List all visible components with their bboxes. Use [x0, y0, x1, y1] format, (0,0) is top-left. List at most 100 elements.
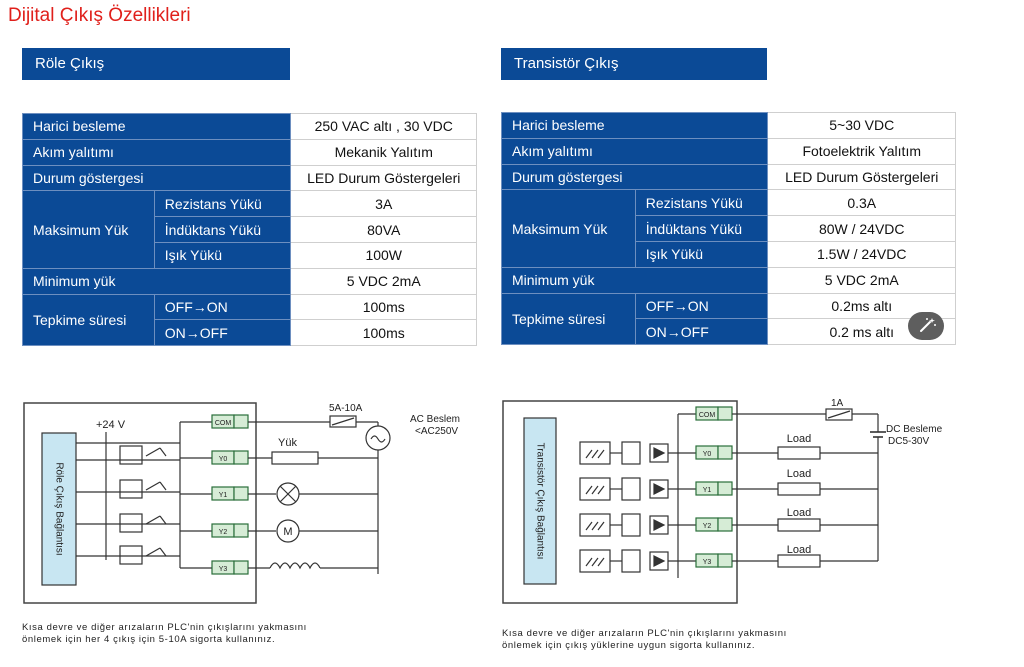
- relay-side-label: Röle Çıkış Bağlantısı: [53, 462, 64, 555]
- terminal-label: Y1: [703, 487, 712, 494]
- optocoupler-icon: [579, 441, 611, 573]
- terminal-label: COM: [215, 420, 232, 427]
- table-row: Durum göstergesi LED Durum Göstergeleri: [21, 164, 477, 192]
- supply-limit: <AC250V: [415, 426, 458, 437]
- load-label: Load: [787, 468, 811, 480]
- table-row: Işık Yükü 1.5W / 24VDC: [502, 240, 956, 268]
- row-value: Mekanik Yalıtım: [290, 138, 477, 166]
- voltage-label: +24 V: [96, 419, 126, 431]
- row-value: 3A: [290, 190, 477, 218]
- sub-label: İndüktans Yükü: [153, 216, 292, 243]
- row-label: Harici besleme: [21, 113, 292, 140]
- sub-label: İndüktans Yükü: [634, 215, 769, 242]
- sub-label: ON→OFF: [153, 319, 292, 347]
- load-label: Load: [787, 544, 811, 556]
- terminal-label: COM: [699, 412, 716, 419]
- resistor-load-icon: [777, 446, 821, 460]
- supply-range: DC5-30V: [888, 436, 929, 447]
- terminal-label: Y2: [703, 523, 712, 530]
- terminal-block: [695, 406, 733, 568]
- magic-wand-button[interactable]: [908, 312, 944, 340]
- note-line: Kısa devre ve diğer arızaların PLC'nin ç…: [502, 628, 787, 639]
- load-label: Load: [787, 433, 811, 445]
- table-row: Tepkime süresi OFF→ON 0.2ms altı: [501, 292, 956, 346]
- row-value: 0.2 ms altı: [767, 318, 956, 346]
- row-value: 100W: [290, 241, 477, 269]
- table-row: ON→OFF 0.2 ms altı: [502, 318, 956, 346]
- terminal-label: Y0: [219, 456, 228, 463]
- row-value: LED Durum Göstergeleri: [290, 164, 477, 192]
- table-row: Maksimum Yük Rezistans Yükü 3A: [22, 190, 477, 269]
- table-row: İndüktans Yükü 80VA: [23, 216, 477, 243]
- row-label: Durum göstergesi: [21, 164, 292, 192]
- row-label: Durum göstergesi: [500, 163, 769, 191]
- supply-label: DC Besleme: [886, 424, 943, 435]
- table-row: Harici besleme 250 VAC altı , 30 VDC: [21, 113, 477, 140]
- terminal-block: [211, 414, 249, 575]
- sub-label: Işık Yükü: [634, 240, 769, 268]
- table-row: Maksimum Yük Rezistans Yükü 0.3A: [501, 189, 956, 268]
- row-value: 80VA: [290, 216, 477, 243]
- row-label: Tepkime süresi: [22, 293, 155, 347]
- resistor-load-icon: [777, 518, 821, 532]
- row-label: Tepkime süresi: [501, 292, 636, 346]
- terminal-label: Y0: [703, 451, 712, 458]
- resistor-load-icon: [271, 451, 319, 465]
- sub-label: Işık Yükü: [153, 241, 292, 269]
- row-label: Maksimum Yük: [22, 190, 155, 269]
- transistor-side-label: Transistör Çıkış Bağlantısı: [534, 443, 545, 560]
- relay-wiring-diagram: Röle Çıkış Bağlantısı +24 V COM Y0 Y1 Y2…: [23, 402, 460, 604]
- supply-label: AC Besleme: [410, 414, 460, 425]
- note-line: önlemek için çıkış yüklerine uygun sigor…: [502, 640, 756, 651]
- row-label: Minimum yük: [21, 267, 292, 295]
- sub-label: Rezistans Yükü: [634, 189, 769, 217]
- row-label: Harici besleme: [500, 112, 769, 139]
- sub-label: OFF→ON: [634, 292, 769, 320]
- relay-side-panel: [41, 432, 77, 586]
- relay-spec-table: Harici besleme 250 VAC altı , 30 VDC Akı…: [21, 113, 477, 347]
- terminal-label: Y3: [703, 559, 712, 566]
- transistor-icon: [621, 441, 669, 573]
- table-row: Akım yalıtımı Fotoelektrik Yalıtım: [500, 137, 956, 165]
- row-value: 5 VDC 2mA: [767, 266, 956, 294]
- magic-wand-icon: [920, 318, 936, 332]
- relay-note: Kısa devre ve diğer arızaların PLC'nin ç…: [22, 622, 307, 646]
- resistor-load-icon: [777, 554, 821, 568]
- sub-label: Rezistans Yükü: [153, 190, 292, 218]
- row-value: 1.5W / 24VDC: [767, 240, 956, 268]
- row-value: 250 VAC altı , 30 VDC: [290, 113, 477, 140]
- note-line: Kısa devre ve diğer arızaların PLC'nin ç…: [22, 622, 307, 633]
- table-row: ON→OFF 100ms: [23, 319, 477, 347]
- terminal-label: Y2: [219, 529, 228, 536]
- row-value: 5~30 VDC: [767, 112, 956, 139]
- note-line: önlemek için her 4 çıkış için 5-10A sigo…: [22, 634, 276, 645]
- row-value: Fotoelektrik Yalıtım: [767, 137, 956, 165]
- fuse-label: 5A-10A: [329, 403, 363, 414]
- load-label: Yük: [278, 437, 297, 449]
- fuse-label: 1A: [831, 398, 844, 409]
- row-value: 0.3A: [767, 189, 956, 217]
- relay-coil-icon: [119, 445, 167, 565]
- load-label: Load: [787, 507, 811, 519]
- row-label: Akım yalıtımı: [21, 138, 292, 166]
- row-value: 100ms: [290, 293, 477, 321]
- row-label: Akım yalıtımı: [500, 137, 769, 165]
- transistor-section-heading: Transistör Çıkış: [501, 48, 767, 80]
- table-row: Minimum yük 5 VDC 2mA: [500, 266, 956, 294]
- terminal-label: Y1: [219, 492, 228, 499]
- transistor-side-panel: [523, 417, 557, 585]
- inductor-icon: [269, 562, 321, 570]
- row-value: LED Durum Göstergeleri: [767, 163, 956, 191]
- table-row: Akım yalıtımı Mekanik Yalıtım: [21, 138, 477, 166]
- row-label: Minimum yük: [500, 266, 769, 294]
- table-row: Tepkime süresi OFF→ON 100ms: [22, 293, 477, 347]
- terminal-label: Y3: [219, 566, 228, 573]
- resistor-load-icon: [777, 482, 821, 496]
- row-value: 80W / 24VDC: [767, 215, 956, 242]
- motor-label: M: [283, 526, 292, 538]
- transistor-note: Kısa devre ve diğer arızaların PLC'nin ç…: [502, 628, 787, 652]
- sub-label: OFF→ON: [153, 293, 292, 321]
- table-row: Durum göstergesi LED Durum Göstergeleri: [500, 163, 956, 191]
- row-value: 5 VDC 2mA: [290, 267, 477, 295]
- row-value: 100ms: [290, 319, 477, 347]
